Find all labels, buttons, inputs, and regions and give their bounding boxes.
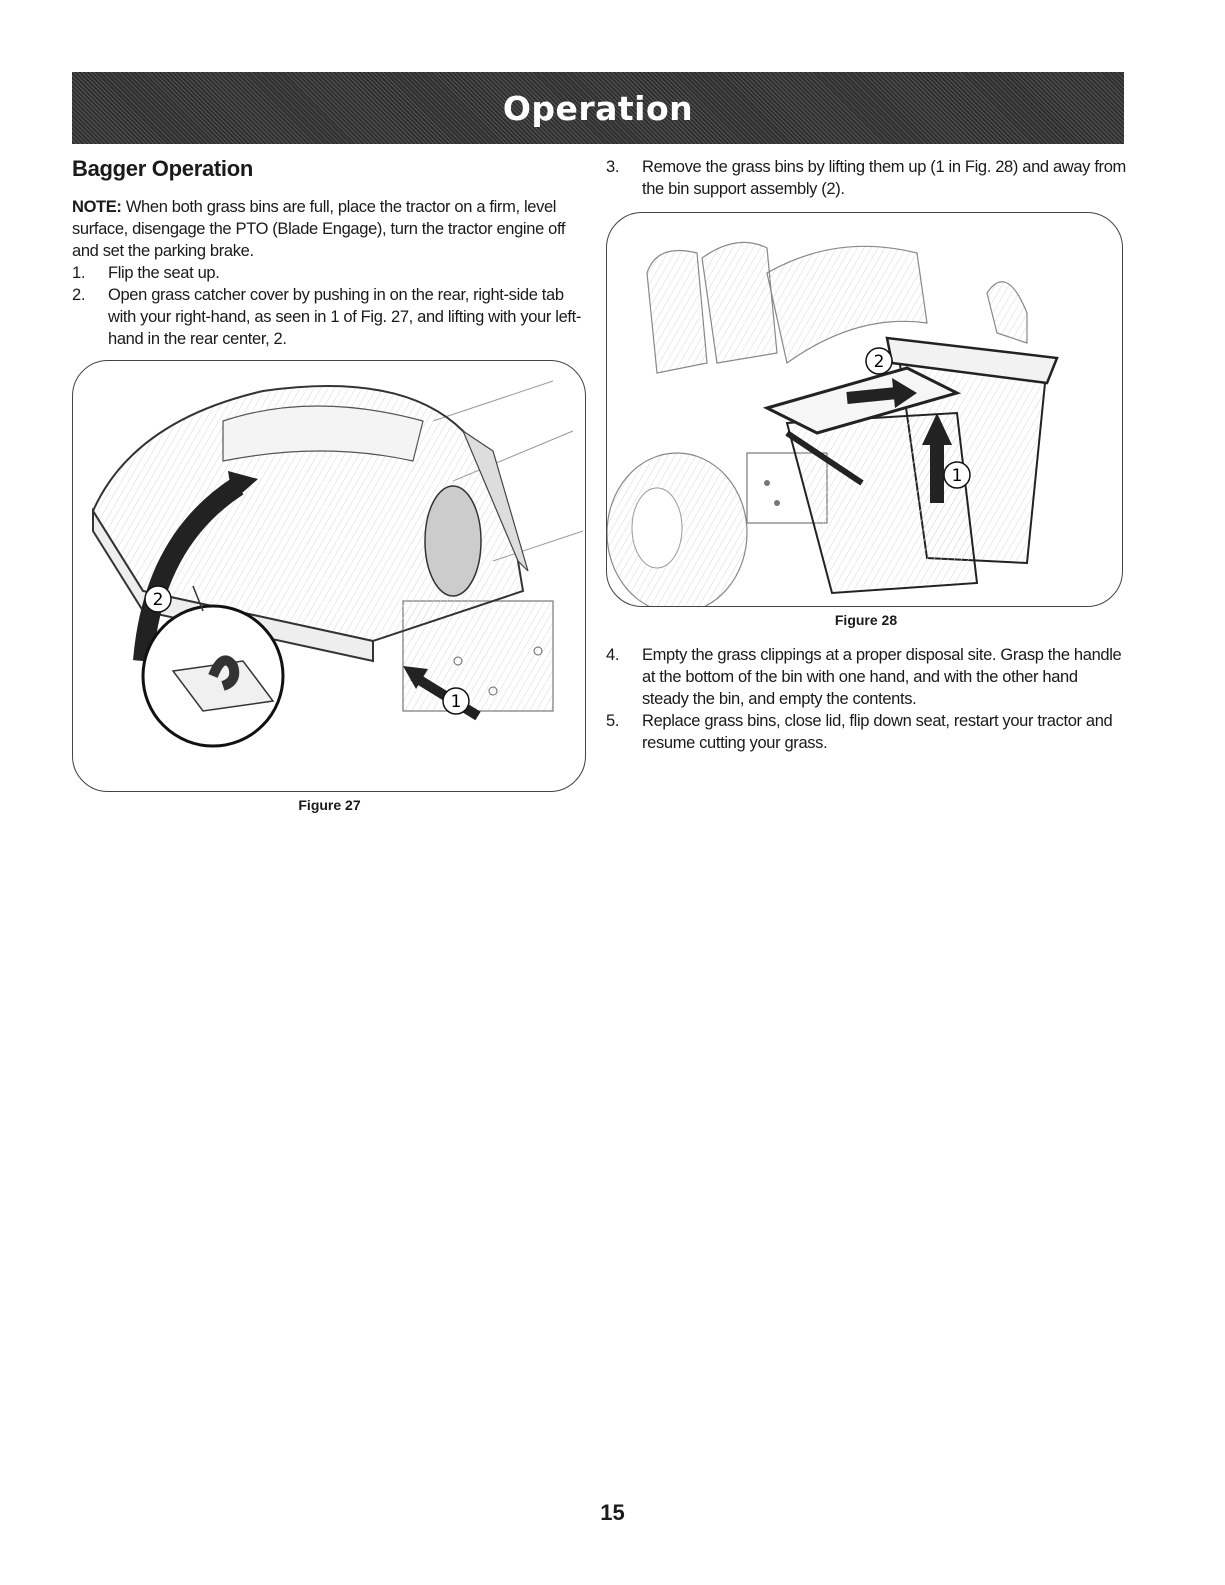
step-item: 2. Open grass catcher cover by pushing in… (72, 284, 587, 350)
callout-1-label: 1 (952, 466, 963, 486)
step-text: Flip the seat up. (108, 264, 220, 282)
page-title: Operation (502, 88, 694, 128)
step-text: Replace grass bins, close lid, flip down… (642, 712, 1113, 752)
step-item: 3. Remove the grass bins by lifting them … (606, 156, 1126, 200)
step-number: 4. (606, 646, 620, 664)
grass-catcher-cover-illustration: 2 1 (91, 380, 584, 748)
step-list-right-top: 3. Remove the grass bins by lifting them … (606, 156, 1126, 200)
grass-bin-removal-illustration: 2 1 (607, 241, 1059, 606)
section-heading: Bagger Operation (72, 156, 254, 181)
figure-27-caption: Figure 27 (298, 797, 361, 813)
step-number: 2. (72, 286, 86, 304)
step-number: 3. (606, 158, 620, 176)
step-item: 1. Flip the seat up. (72, 262, 587, 284)
note-text: When both grass bins are full, place the… (72, 198, 566, 260)
note-label: NOTE: (72, 198, 122, 216)
step-text: Empty the grass clippings at a proper di… (642, 646, 1122, 708)
right-column: 3. Remove the grass bins by lifting them … (606, 156, 1126, 754)
figure-28-caption: Figure 28 (834, 612, 898, 628)
callout-1-label: 1 (451, 692, 462, 712)
note-paragraph: NOTE: When both grass bins are full, pla… (72, 196, 587, 262)
step-number: 5. (606, 712, 620, 730)
section-banner: Operation (72, 72, 1124, 144)
figure-27: 2 1 (72, 360, 586, 792)
step-list-left: 1. Flip the seat up. 2. Open grass catcher… (72, 262, 587, 350)
step-number: 1. (72, 264, 86, 282)
callout-2-label: 2 (153, 590, 164, 610)
step-item: 5. Replace grass bins, close lid, flip do… (606, 710, 1126, 754)
figure-28: 2 1 (606, 212, 1123, 607)
step-text: Remove the grass bins by lifting them up… (642, 158, 1126, 198)
step-text: Open grass catcher cover by pushing in o… (108, 286, 582, 348)
step-item: 4. Empty the grass clippings at a proper … (606, 644, 1126, 710)
step-list-right-bottom: 4. Empty the grass clippings at a proper … (606, 644, 1126, 754)
left-column: Bagger Operation NOTE: When both grass b… (72, 156, 587, 813)
page-number: 15 (600, 1500, 625, 1525)
callout-2-label: 2 (874, 352, 885, 372)
